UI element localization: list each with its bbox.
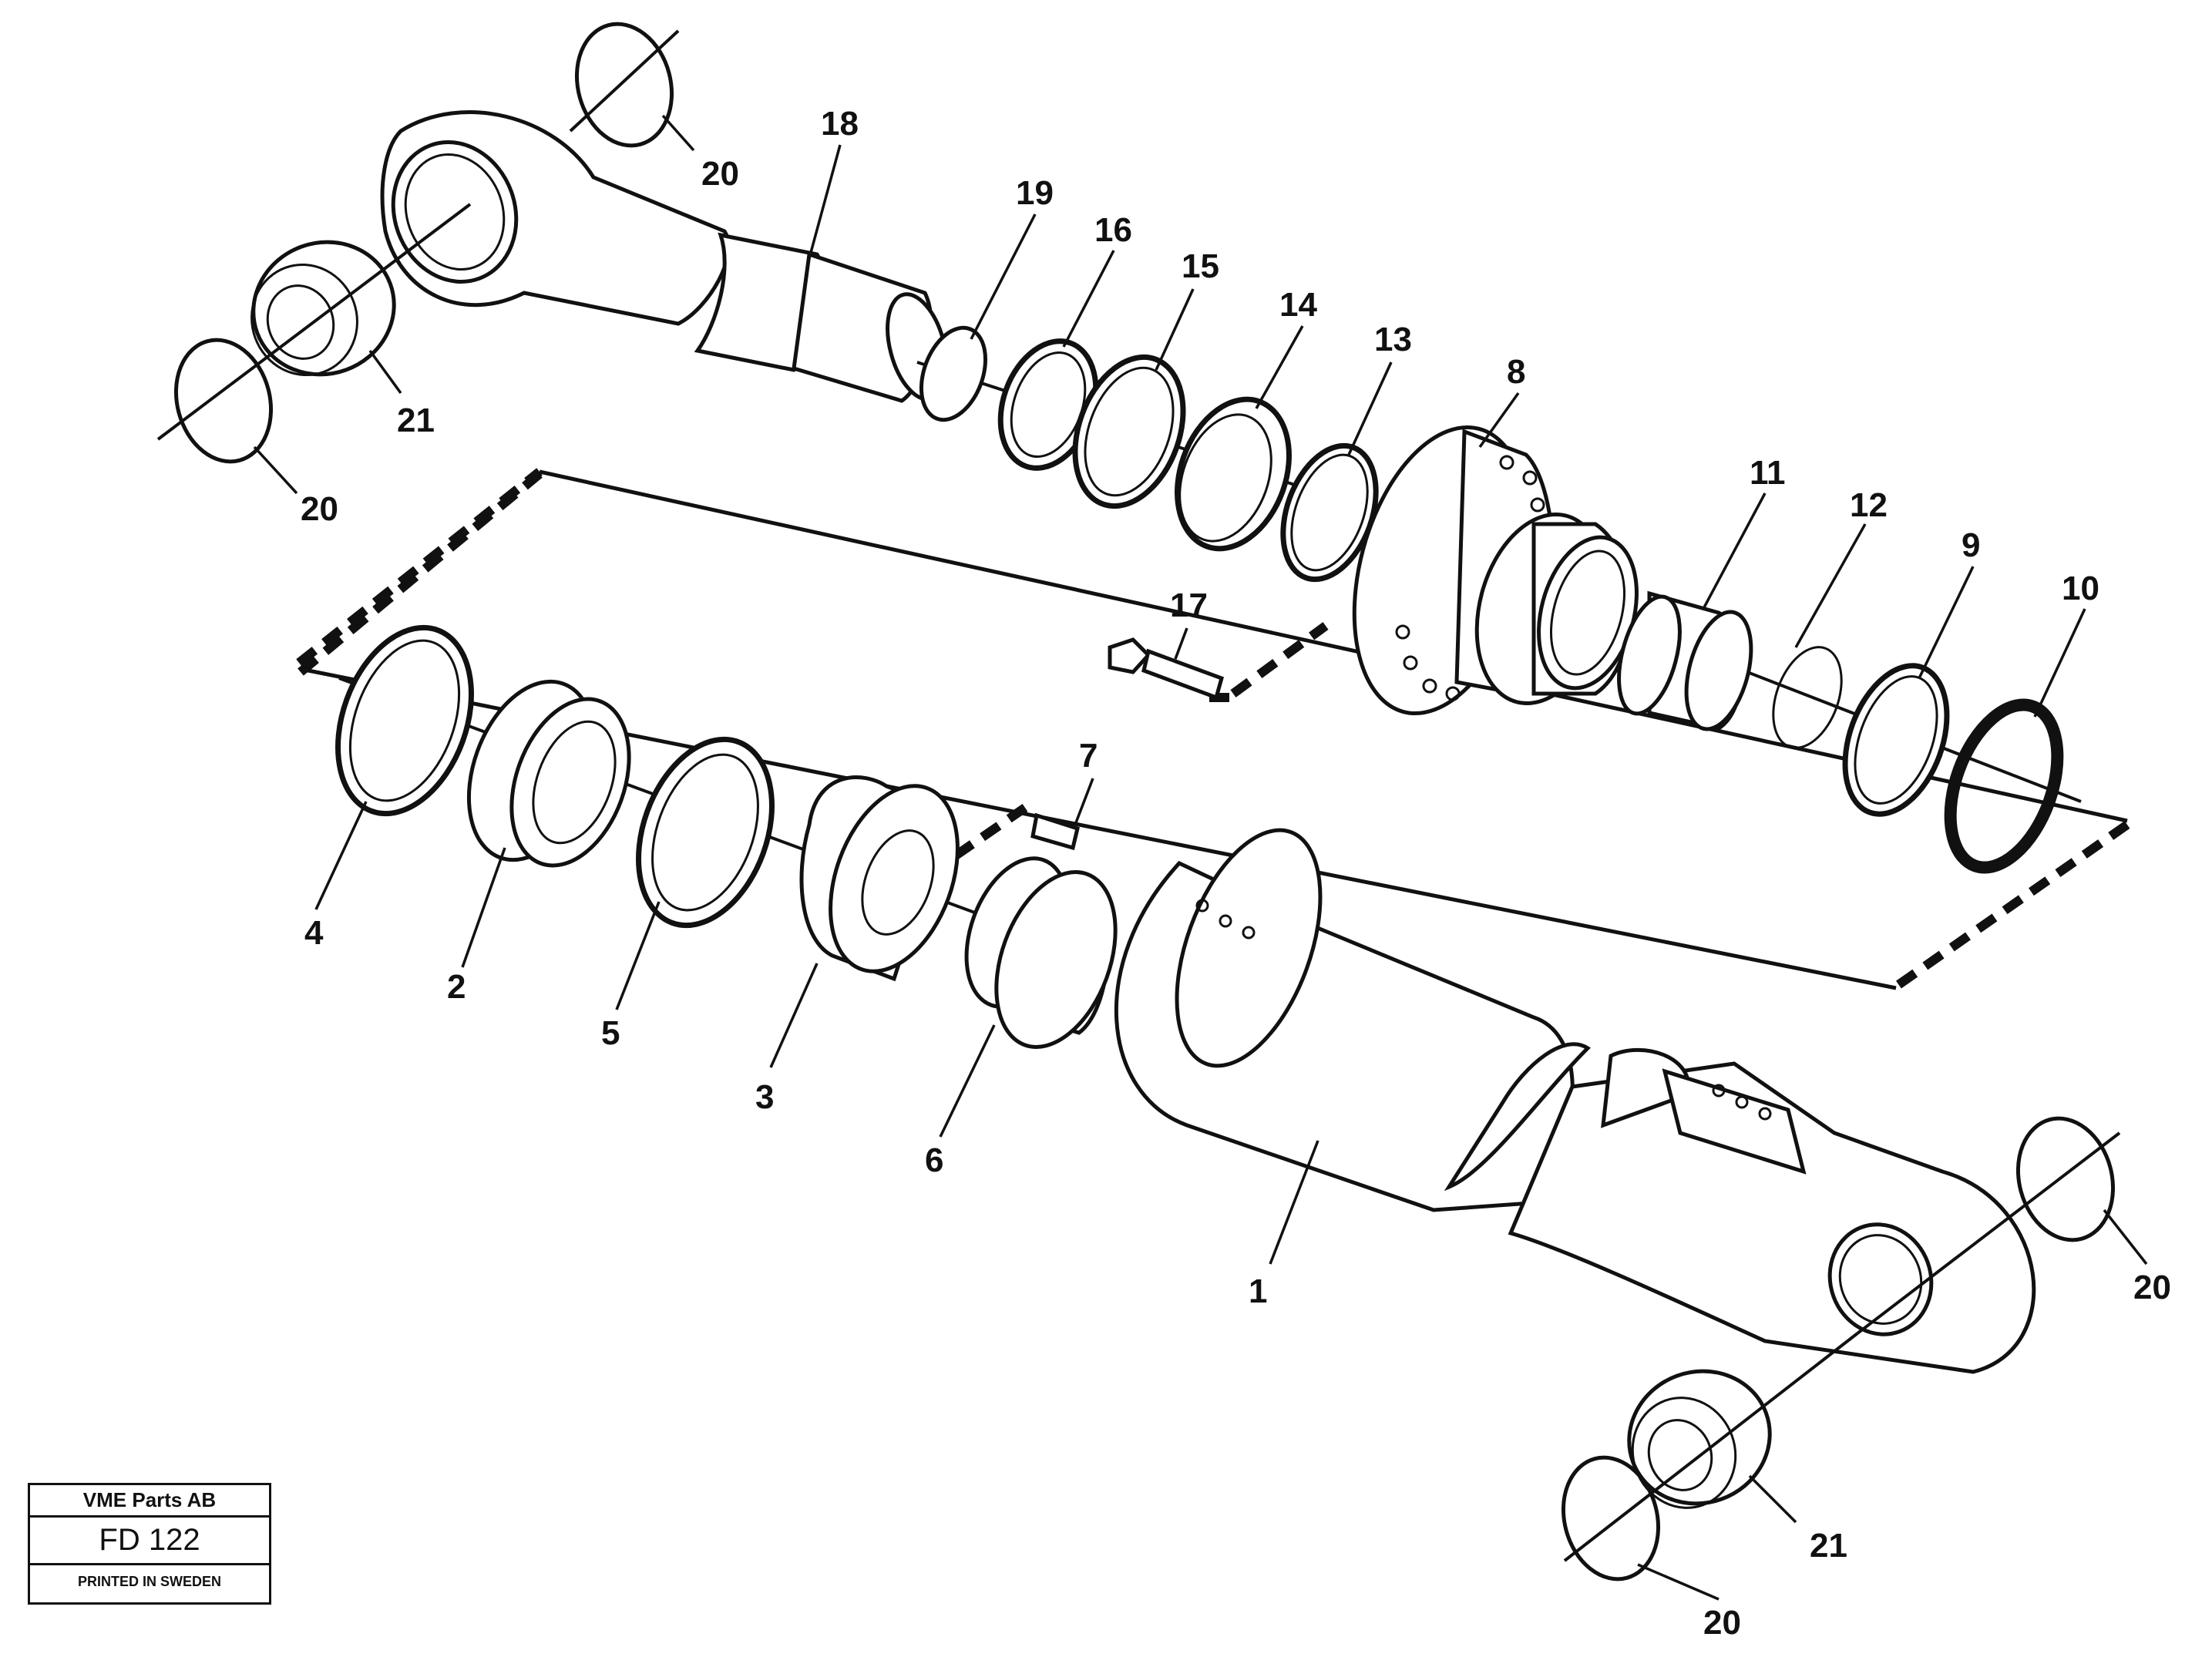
piston-seal-2 [466, 679, 631, 868]
callout-20-bottom: 20 [1703, 1604, 1741, 1642]
circlip-20-top-lower [156, 203, 472, 464]
circlip-20-top-upper [569, 22, 680, 148]
cylinder-head-8 [1352, 425, 1639, 716]
leader-lines [253, 114, 2148, 1601]
callout-5: 5 [601, 1014, 620, 1052]
callout-labels: 1 2 3 4 5 6 7 8 9 10 11 12 13 14 15 16 1… [301, 105, 2171, 1642]
callout-4: 4 [304, 914, 324, 952]
circlip-20-bottom-right [1856, 1116, 2121, 1335]
callout-20-left: 20 [301, 490, 338, 528]
piston-ring-4 [335, 624, 474, 817]
callout-6: 6 [925, 1141, 943, 1179]
assembly-frame [296, 468, 2130, 990]
callout-17: 17 [1170, 587, 1208, 624]
drawing-code: FD 122 [30, 1518, 269, 1565]
company-name: VME Parts AB [30, 1485, 269, 1518]
callout-21-top: 21 [397, 402, 435, 439]
title-block: VME Parts AB FD 122 PRINTED IN SWEDEN [28, 1483, 271, 1605]
wiper-ring-10 [1944, 698, 2064, 874]
callout-8: 8 [1507, 353, 1525, 391]
cylinder-tube-1 [1114, 828, 2036, 1374]
circlip-20-bottom-left [1561, 1332, 1859, 1582]
grease-nipple-7 [1030, 812, 1080, 851]
callout-2: 2 [447, 968, 466, 1006]
callout-10: 10 [2062, 570, 2099, 607]
bolt-17 [1108, 637, 1225, 701]
bushing-21-bottom [1627, 1369, 1772, 1509]
piston-3 [799, 775, 960, 982]
piston-rod-eye-top [380, 110, 731, 326]
callout-16: 16 [1094, 211, 1132, 249]
callout-20-right: 20 [2133, 1269, 2171, 1306]
callout-13: 13 [1374, 321, 1412, 358]
backup-ring-12 [1772, 646, 1843, 749]
guide-bushing-11 [1617, 590, 1753, 731]
piston-rod-18 [694, 232, 949, 403]
spacer-bushing-6 [964, 856, 1118, 1049]
callout-20-top: 20 [701, 155, 739, 193]
seal-ring-14 [1175, 396, 1292, 552]
guide-ring-5 [636, 736, 775, 929]
callout-15: 15 [1182, 247, 1219, 285]
seal-ring-15 [1072, 354, 1186, 509]
seal-ring-9 [1842, 663, 1950, 817]
printed-note: PRINTED IN SWEDEN [77, 1573, 221, 1589]
callout-3: 3 [755, 1078, 774, 1116]
callout-1: 1 [1249, 1272, 1267, 1310]
callout-19: 19 [1016, 174, 1054, 212]
callout-14: 14 [1279, 286, 1317, 324]
callout-11: 11 [1750, 454, 1786, 492]
callout-18: 18 [821, 105, 859, 143]
callout-9: 9 [1962, 526, 1980, 564]
callout-21-bottom: 21 [1810, 1527, 1847, 1565]
seal-ring-19 [919, 325, 988, 422]
callout-12: 12 [1850, 486, 1888, 524]
callout-7: 7 [1079, 737, 1098, 775]
